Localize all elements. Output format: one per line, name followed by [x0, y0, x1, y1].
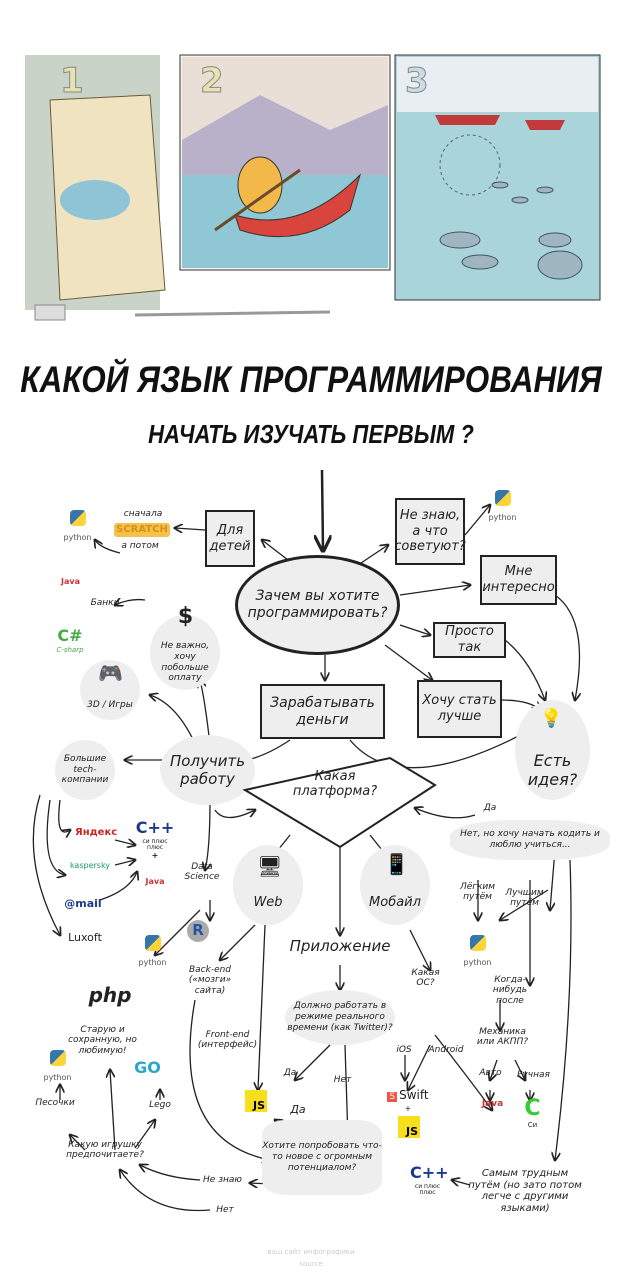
fish-school [439, 181, 583, 280]
smartphone-icon: 📱 [384, 852, 409, 876]
panel-number-2: 2 [200, 61, 224, 101]
frontend-label: Front-end (интерфейс) [197, 1030, 258, 1051]
java-logo: Java [61, 577, 80, 586]
toy-question: Какую игрушку предпочитаете? [66, 1140, 144, 1161]
easy-way: Лёгким путём [459, 882, 496, 903]
python-logo: python [40, 1050, 75, 1083]
later-way: Когда-нибудь после [492, 975, 528, 1006]
cpp-sub: си плюс плюс [414, 1183, 441, 1196]
android-label: Android [428, 1045, 464, 1055]
salary-node: Не важно, хочу побольше оплату [150, 615, 220, 690]
sandbox-label: Песочки [35, 1098, 75, 1108]
realtime-yes: Да [283, 1068, 297, 1078]
red-boat [234, 173, 362, 238]
r-logo: R [187, 920, 209, 942]
cpp-sub: си плюс плюс [142, 838, 168, 851]
platform-question: Какая платформа? [292, 769, 378, 799]
python-logo: python [60, 510, 95, 543]
python-logo: python [460, 935, 495, 968]
automatic: Авто [479, 1068, 502, 1078]
cpp-logo: C++ [135, 818, 175, 837]
paddle [214, 168, 301, 232]
panel-number-3: 3 [405, 61, 429, 101]
php-logo: php [88, 983, 132, 1007]
footer-site: ваш сайт инфографики [267, 1248, 355, 1256]
ios-label: iOS [396, 1045, 412, 1055]
try-yes: Да [290, 1103, 306, 1116]
js-logo: JS [245, 1090, 267, 1112]
banks-label: Банки [90, 598, 120, 608]
games-node: 3D / Игры [80, 660, 140, 720]
box-for-kids: Для детей [205, 510, 255, 567]
kaspersky-logo: kaspersky [69, 861, 111, 870]
which-os: Какая ОС? [411, 968, 440, 989]
java-logo: Java [145, 877, 165, 886]
plus-sign: + [151, 851, 159, 860]
lightbulb-icon: 💡 [540, 708, 563, 729]
tape-roll [34, 304, 66, 321]
mechanics-question: Механика или АКПП? [476, 1027, 529, 1048]
new-potential-question: Хотите попробовать что-то новое с огромн… [262, 1120, 382, 1195]
csharp-sub: C-sharp [56, 646, 84, 654]
idea-node: Есть идея? [515, 700, 590, 800]
footer-source: source [299, 1260, 323, 1268]
idea-yes: Да [483, 803, 497, 813]
panel-number-1: 1 [60, 61, 84, 101]
kids-first: сначала [123, 509, 163, 519]
data-science-label: Data Science [184, 862, 220, 883]
yandex-logo: Яндекс [75, 827, 118, 838]
luxoft-logo: Luxoft [68, 931, 102, 944]
platform-diamond [242, 756, 437, 849]
manual: Ручная [517, 1070, 550, 1080]
dollar-icon: $ [177, 604, 194, 629]
old-but-loved: Старую и сохранную, но любимую! [68, 1025, 137, 1056]
best-way: Лучшим путём [505, 888, 544, 909]
fishing-rod [134, 310, 331, 317]
c-logo: C [524, 1096, 541, 1121]
realtime-question: Должно работать в режиме реального време… [285, 990, 395, 1045]
realtime-no: Нет [333, 1075, 352, 1085]
try-no: Нет [216, 1205, 234, 1215]
box-make-money: Зарабатывать деньги [260, 684, 385, 739]
title-line-1: КАКОЙ ЯЗЫК ПРОГРАММИРОВАНИЯ [20, 359, 602, 400]
go-logo: GO [134, 1058, 161, 1077]
hard-way: Самым трудным путём (но зато потом легче… [468, 1168, 582, 1214]
box-dont-know: Не знаю, а что советуют? [394, 498, 466, 565]
csharp-logo: C# [57, 626, 83, 645]
js-logo: JS [398, 1116, 420, 1138]
monitor-icon: 🖥 [257, 854, 283, 878]
try-dont-know: Не знаю [203, 1175, 242, 1185]
backend-label: Back-end («мозги» сайта) [188, 965, 232, 996]
web-node: Web [233, 845, 303, 925]
center-question: Зачем вы хотите программировать? [235, 555, 400, 655]
plus-sign: + [404, 1104, 412, 1113]
scratch-logo: SCRATCH [114, 523, 170, 537]
title-line-2: НАЧАТЬ ИЗУЧАТЬ ПЕРВЫМ ? [148, 419, 474, 449]
mobile-node: Мобайл [360, 845, 430, 925]
cpp-logo: C++ [410, 1163, 449, 1182]
kids-then: а потом [121, 541, 159, 551]
app-label: Приложение [289, 937, 391, 955]
python-logo: python [485, 490, 520, 523]
big-tech-node: Большие tech-компании [55, 740, 115, 800]
illustration: 1 2 3 [25, 54, 601, 321]
fishing-net [439, 134, 501, 196]
mail-logo: @mail [64, 897, 102, 910]
gamepad-icon: 🎮 [98, 661, 123, 685]
box-just-because: Просто так [433, 622, 506, 658]
java-logo: Java [481, 1099, 504, 1109]
box-interesting: Мне интересно [480, 555, 557, 605]
idea-no-learn: Нет, но хочу начать кодить и люблю учить… [450, 820, 610, 860]
box-become-better: Хочу стать лучше [417, 680, 502, 738]
cat [237, 156, 283, 214]
map-lake [60, 180, 130, 220]
c-sub: Си [527, 1121, 538, 1129]
get-job-node: Получить работу [160, 735, 255, 805]
lego-label: Lego [149, 1100, 171, 1110]
python-logo: python [135, 935, 170, 968]
